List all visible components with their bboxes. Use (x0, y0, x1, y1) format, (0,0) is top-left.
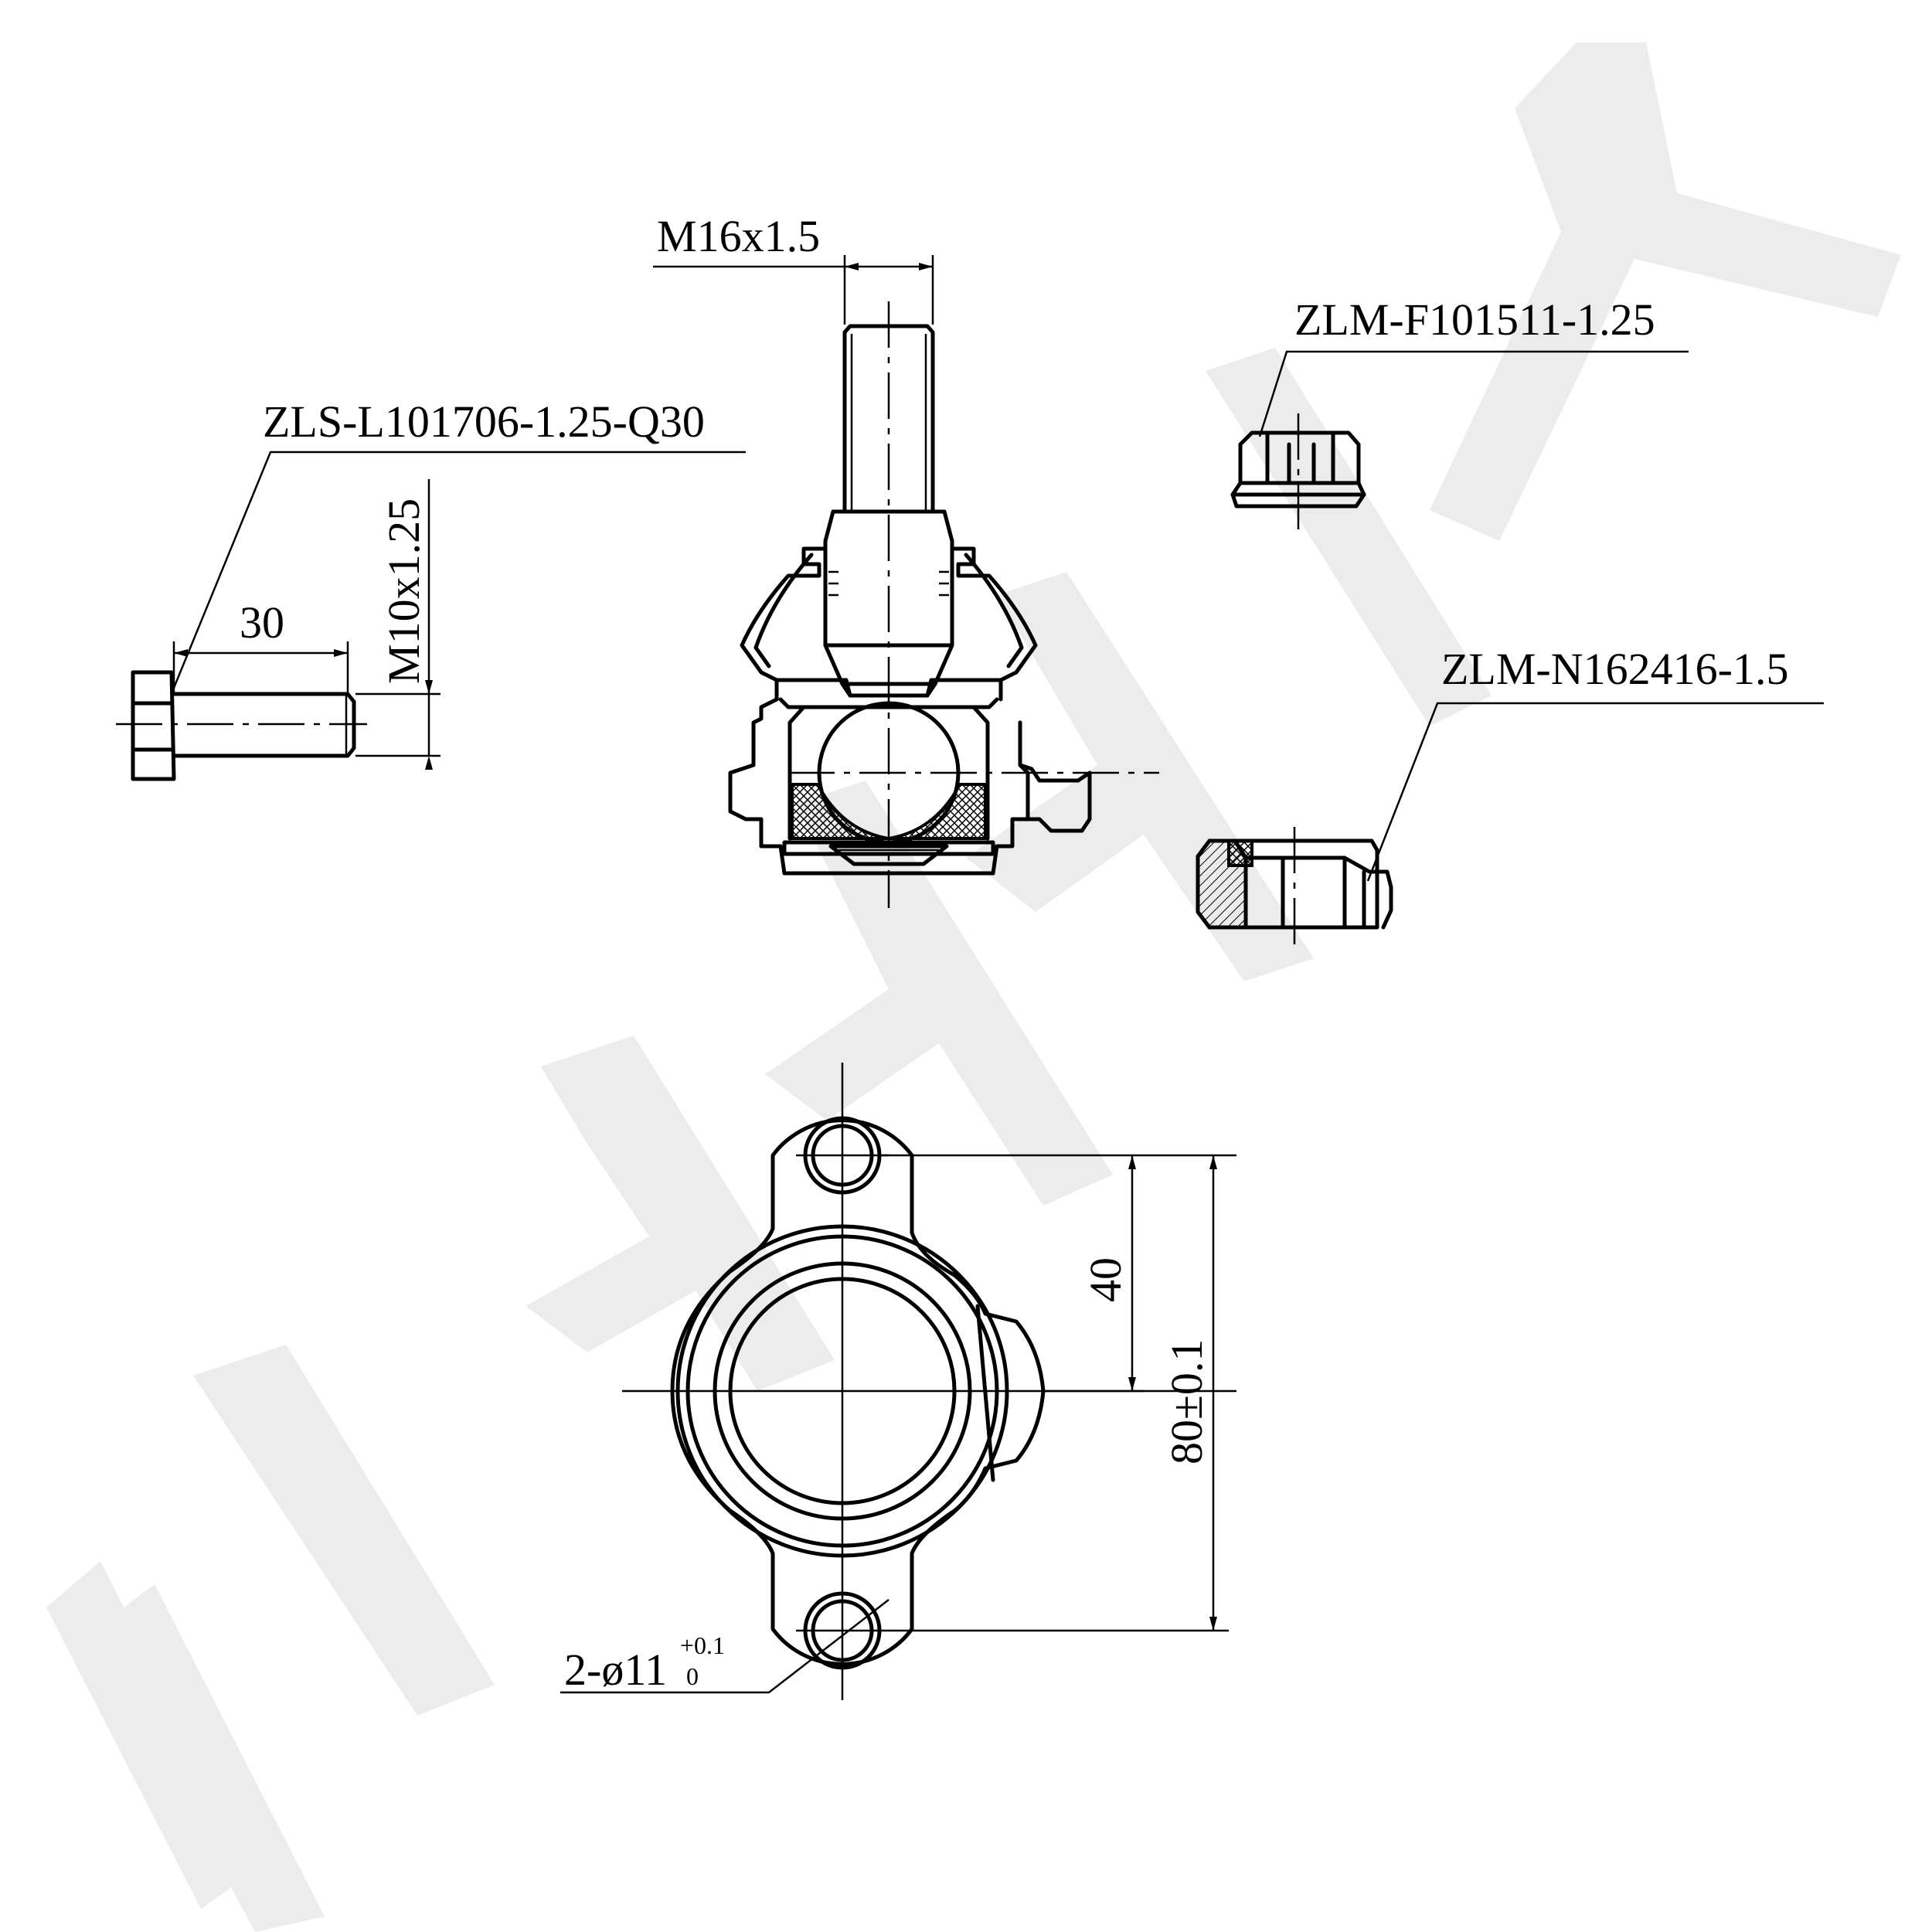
ball-joint-side-view: M16x1.5 (653, 211, 1159, 908)
lock-nut-drawing: ZLM-N162416-1.5 (1196, 644, 1824, 947)
overall-length-label: 80±0.1 (1162, 1339, 1212, 1464)
bolt-thread-label: M10x1.25 (379, 498, 429, 684)
hole-tolerance-lower: 0 (686, 1662, 699, 1690)
flange-nut-part-number: ZLM-F101511-1.25 (1294, 294, 1655, 345)
lock-nut-part-number: ZLM-N162416-1.5 (1441, 644, 1788, 694)
stud-thread-label: M16x1.5 (657, 211, 820, 261)
bolt-length-label: 30 (240, 597, 284, 648)
bolt-drawing: 30 M10x1.25 ZLS-L101706-1.25-Q30 (116, 396, 746, 781)
hole-spacing-label: 40 (1080, 1257, 1131, 1302)
flange-nut-drawing: ZLM-F101511-1.25 (1230, 294, 1689, 529)
bolt-part-number: ZLS-L101706-1.25-Q30 (263, 396, 705, 447)
hole-spec-label: 2-ø11 (564, 1645, 667, 1695)
flange-top-view: 40 80±0.1 2-ø11 +0.1 0 (560, 1063, 1236, 1700)
hole-tolerance-upper: +0.1 (680, 1631, 725, 1659)
watermark-logo (46, 43, 1901, 1932)
